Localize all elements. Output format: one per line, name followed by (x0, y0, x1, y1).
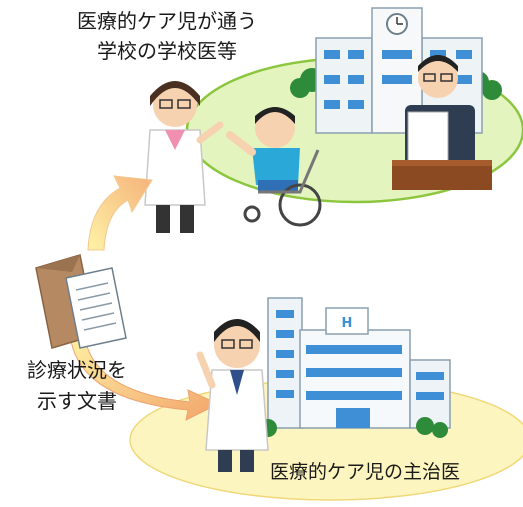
document-label-line1: 診療状況を (27, 358, 127, 382)
wheelchair-icon (243, 149, 322, 227)
school-label-line1: 医療的ケア児が通う (77, 9, 257, 33)
school-doctor-figure (144, 81, 224, 233)
document-label: 診療状況を 示す文書 (2, 355, 152, 417)
child-figure (226, 107, 300, 192)
hospital-building-icon (259, 297, 451, 438)
document-label-line2: 示す文書 (37, 389, 117, 413)
hospital-sign: H (342, 316, 353, 331)
attending-doctor-figure (196, 319, 269, 472)
attending-doctor-label: 医療的ケア児の主治医 (270, 461, 461, 483)
arrow-to-school (87, 175, 153, 251)
teacher-figure (392, 55, 492, 190)
document-icon (65, 267, 127, 349)
school-physician-label: 医療的ケア児が通う 学校の学校医等 (52, 6, 282, 66)
school-building-icon (290, 7, 502, 134)
school-label-line2: 学校の学校医等 (97, 39, 237, 63)
